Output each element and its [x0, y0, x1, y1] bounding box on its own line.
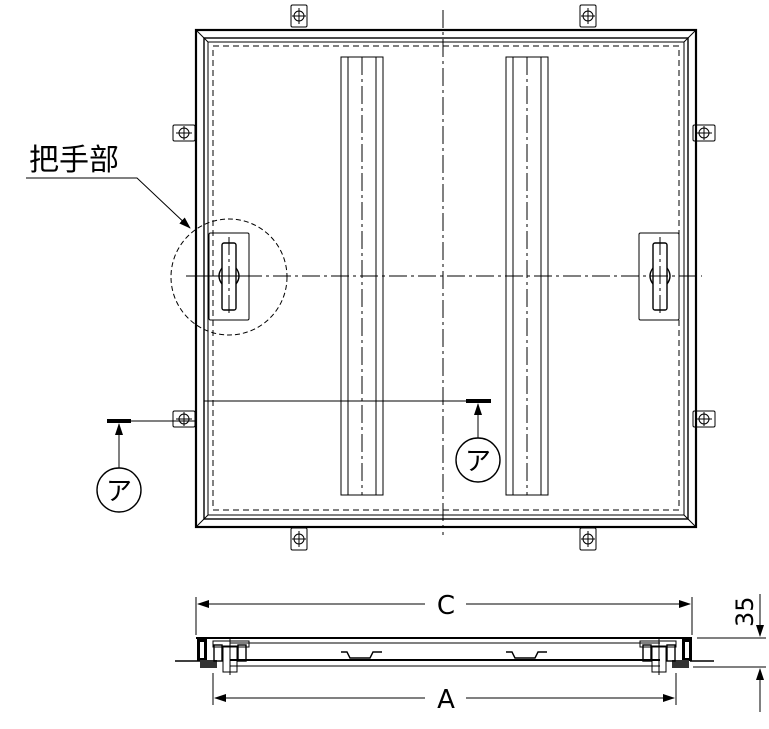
handle-right — [638, 232, 680, 321]
section-view: C A 35 — [175, 591, 766, 715]
plan-view: 把手部 ア ア — [26, 4, 716, 551]
section-marker-left: ア — [106, 477, 132, 507]
handle-detail-circle — [170, 218, 288, 336]
cover-section — [175, 637, 714, 667]
callout-leader — [26, 177, 191, 229]
outer-frame — [194, 28, 698, 529]
section-cut-line: ア ア — [96, 399, 501, 513]
frame-edge-left — [197, 637, 250, 675]
callout-label: 把手部 — [29, 143, 119, 178]
mounting-lug-icon — [172, 4, 716, 551]
dimension-height-label: 35 — [731, 596, 759, 627]
frame-edge-right — [639, 637, 692, 675]
section-marker-right: ア — [465, 447, 491, 477]
handle-left — [200, 232, 258, 321]
dimension-a-label: A — [437, 685, 455, 715]
dimension-c-label: C — [437, 591, 455, 621]
